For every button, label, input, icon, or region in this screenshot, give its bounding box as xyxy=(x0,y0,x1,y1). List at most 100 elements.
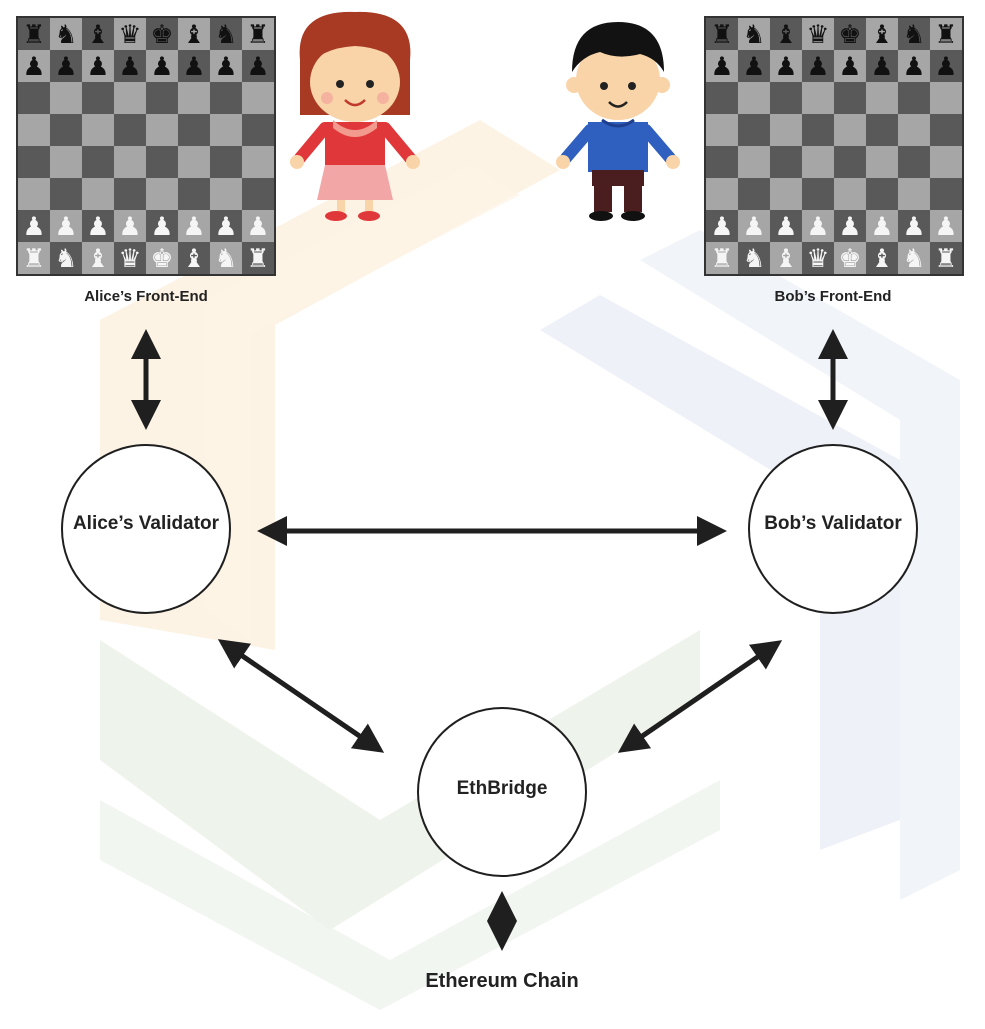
chess-square xyxy=(866,114,898,146)
chess-piece-icon: ♝ xyxy=(183,20,206,50)
chess-square xyxy=(50,146,82,178)
chess-square xyxy=(242,146,274,178)
alice-collar xyxy=(333,120,377,137)
chess-piece-icon: ♟ xyxy=(871,52,894,82)
alice-right-eye xyxy=(366,80,374,88)
bob-validator-node xyxy=(748,444,918,614)
boy-character-icon xyxy=(556,22,680,221)
chess-square xyxy=(898,114,930,146)
chess-square xyxy=(146,82,178,114)
chess-square xyxy=(770,114,802,146)
chess-piece-icon: ♟ xyxy=(183,52,206,82)
bob-collar xyxy=(601,118,635,128)
bob-left-hand xyxy=(556,155,570,169)
chess-square xyxy=(210,210,242,242)
chess-square xyxy=(706,18,738,50)
alice-bangs xyxy=(305,16,405,70)
alice-left-shoe xyxy=(325,211,347,221)
chess-piece-icon: ♞ xyxy=(215,20,238,50)
chess-piece-icon: ♝ xyxy=(871,244,894,274)
chess-square xyxy=(738,210,770,242)
bob-right-leg xyxy=(624,184,642,212)
chess-piece-icon: ♟ xyxy=(807,212,830,242)
chess-piece-icon: ♟ xyxy=(839,212,862,242)
chess-square xyxy=(18,82,50,114)
chess-square xyxy=(18,178,50,210)
chess-square xyxy=(770,50,802,82)
chess-square xyxy=(866,178,898,210)
chess-piece-icon: ♟ xyxy=(903,212,926,242)
alice-dress-top xyxy=(325,122,385,168)
chess-piece-icon: ♛ xyxy=(119,20,142,50)
chess-square xyxy=(18,114,50,146)
chess-square xyxy=(866,82,898,114)
chess-piece-icon: ♞ xyxy=(55,20,78,50)
chess-square xyxy=(114,210,146,242)
chess-square xyxy=(738,82,770,114)
chess-square xyxy=(82,178,114,210)
chess-square xyxy=(50,210,82,242)
chess-square xyxy=(146,146,178,178)
chess-square xyxy=(50,18,82,50)
chess-piece-icon: ♟ xyxy=(903,52,926,82)
chess-piece-icon: ♟ xyxy=(935,52,958,82)
arrow-alice-validator-ethbridge xyxy=(217,639,385,753)
chess-piece-icon: ♞ xyxy=(215,244,238,274)
chess-square xyxy=(50,178,82,210)
bob-left-shoe xyxy=(589,211,613,221)
alice-left-leg xyxy=(337,200,345,212)
chess-square xyxy=(706,178,738,210)
alice-right-shoe xyxy=(358,211,380,221)
chess-square xyxy=(834,242,866,274)
chess-square xyxy=(242,210,274,242)
chess-square xyxy=(706,146,738,178)
chess-piece-icon: ♞ xyxy=(743,244,766,274)
chess-square xyxy=(898,242,930,274)
chess-piece-icon: ♜ xyxy=(935,20,958,50)
chess-square xyxy=(930,18,962,50)
chess-piece-icon: ♝ xyxy=(183,244,206,274)
chess-square xyxy=(114,178,146,210)
bob-left-eye xyxy=(600,82,608,90)
chess-square xyxy=(114,114,146,146)
bob-validator-label: Bob’s Validator xyxy=(764,513,902,534)
chess-square xyxy=(898,18,930,50)
chess-piece-icon: ♝ xyxy=(871,20,894,50)
chess-square xyxy=(834,178,866,210)
alice-right-leg xyxy=(365,200,373,212)
chess-square xyxy=(802,178,834,210)
chess-square xyxy=(770,18,802,50)
chess-square xyxy=(738,242,770,274)
chess-piece-icon: ♟ xyxy=(183,212,206,242)
chess-square xyxy=(178,114,210,146)
chess-square xyxy=(770,242,802,274)
chess-square xyxy=(210,18,242,50)
chess-piece-icon: ♟ xyxy=(87,52,110,82)
chess-piece-icon: ♟ xyxy=(775,212,798,242)
chess-piece-icon: ♛ xyxy=(807,244,830,274)
eth-bridge-node xyxy=(417,707,587,877)
eth-bridge-label: EthBridge xyxy=(456,778,548,799)
chess-piece-icon: ♜ xyxy=(247,244,270,274)
alice-skirt xyxy=(317,165,393,200)
chess-square xyxy=(930,114,962,146)
chess-square xyxy=(82,114,114,146)
background-logo-green-band xyxy=(100,630,700,930)
chess-piece-icon: ♟ xyxy=(775,52,798,82)
bob-right-ear xyxy=(654,77,670,93)
chess-square xyxy=(50,50,82,82)
alice-right-cheek xyxy=(377,92,389,104)
chess-piece-icon: ♟ xyxy=(119,212,142,242)
chess-square xyxy=(930,178,962,210)
chess-square xyxy=(242,114,274,146)
bob-smile xyxy=(608,101,628,108)
chess-piece-icon: ♟ xyxy=(247,52,270,82)
chess-square xyxy=(930,242,962,274)
bob-pants xyxy=(592,170,644,186)
chess-square xyxy=(866,50,898,82)
chess-piece-icon: ♛ xyxy=(807,20,830,50)
chess-square xyxy=(178,18,210,50)
chess-square xyxy=(146,114,178,146)
alice-validator-node xyxy=(61,444,231,614)
